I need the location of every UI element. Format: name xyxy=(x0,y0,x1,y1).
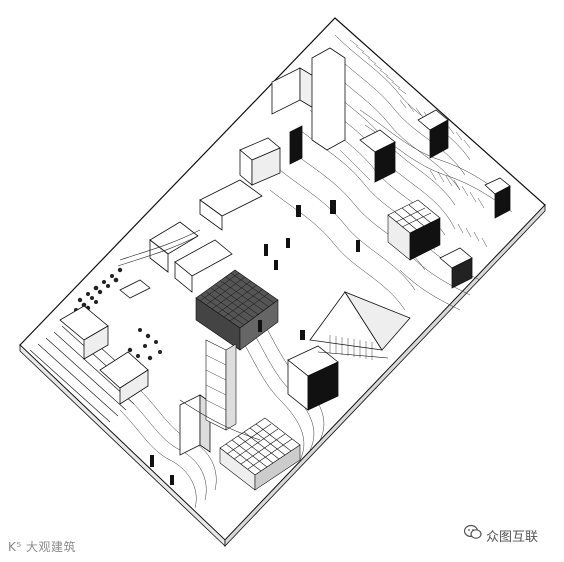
watermark-right: 众图互联 xyxy=(486,530,539,545)
mountain-hatching xyxy=(339,39,488,248)
greenhouse xyxy=(219,417,301,491)
central-grid-block xyxy=(195,269,279,431)
roads xyxy=(117,229,261,441)
dark-towers xyxy=(150,200,360,485)
grid-building-right xyxy=(387,199,441,261)
watermark-left: K⁵ 大观建筑 xyxy=(8,540,76,554)
buildings xyxy=(59,47,511,456)
pyramid xyxy=(309,291,411,360)
site-plate-edge-right xyxy=(224,204,546,547)
wechat-icon xyxy=(464,524,482,539)
